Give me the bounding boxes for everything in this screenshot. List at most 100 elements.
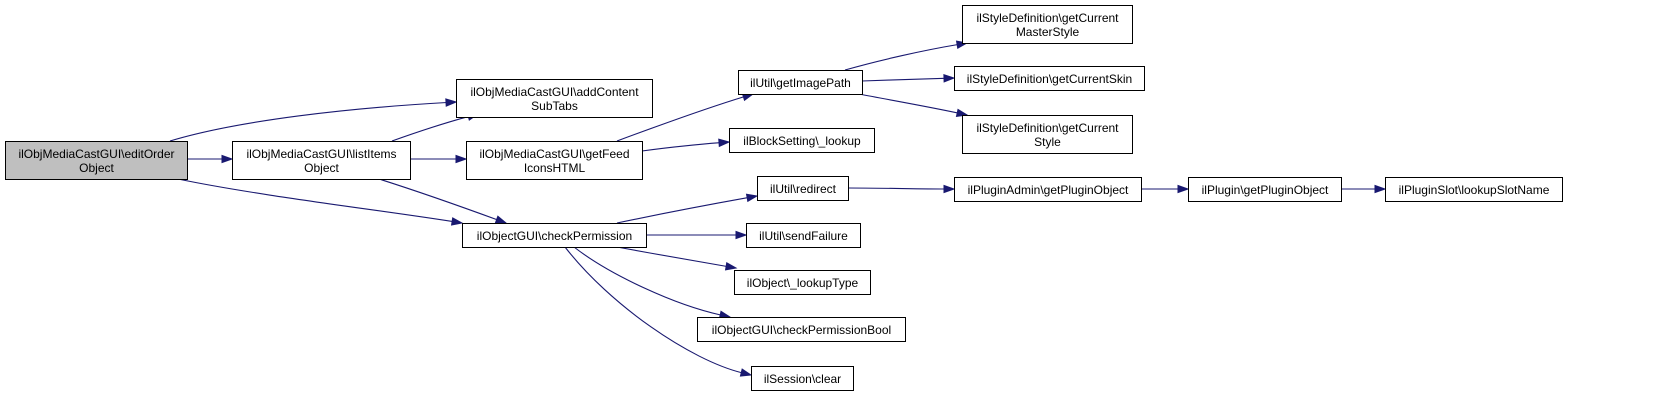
edge-line [641,142,721,152]
edge-arrowhead [1374,184,1387,194]
edge-getFeedIconsHTML-to-getImagePath [616,92,755,142]
node-label: IconsHTML [524,161,586,175]
edge-arrowhead [735,230,748,240]
node-box [962,5,1133,44]
node-get-image-path[interactable]: ilUtil\getImagePath [738,70,863,95]
edge-arrowhead [221,154,234,164]
node-redirect[interactable]: ilUtil\redirect [757,176,849,201]
node-box [462,223,647,248]
node-box [746,223,861,248]
edge-arrowhead [745,193,759,203]
node-box [734,270,871,295]
node-box [954,177,1142,202]
edge-arrowhead [445,98,458,107]
edge-getImagePath-to-currentMasterStyle [844,40,969,71]
node-box [466,141,643,180]
edge-checkPermission-to-sendFailure [646,230,748,240]
node-current-skin[interactable]: ilStyleDefinition\getCurrentSkin [954,66,1145,91]
node-box [954,66,1145,91]
node-label: ilUtil\getImagePath [750,76,851,90]
node-check-permission[interactable]: ilObjectGUI\checkPermission [462,223,647,248]
edge-arrowhead [455,154,468,164]
edge-arrowhead [724,262,738,271]
edge-arrowhead [955,108,969,117]
node-lookup-slot-name[interactable]: ilPluginSlot\lookupSlotName [1385,177,1563,202]
edge-line [847,187,946,190]
node-label: ilObjMediaCastGUI\addContent [470,85,639,99]
edge-arrowhead [718,138,731,148]
edge-listItemsObject-to-getFeedIconsHTML [410,154,468,164]
edge-getImagePath-to-currentStyle [858,93,969,117]
edge-line [616,246,728,268]
edge-editOrderObject-to-listItemsObject [187,154,234,164]
edge-line [844,43,959,71]
node-label: ilStyleDefinition\getCurrent [976,11,1119,25]
node-label: ilObjMediaCastGUI\listItems [246,147,396,161]
node-label: Object [79,161,114,175]
node-box [5,141,188,180]
edge-listItemsObject-to-checkPermission [378,178,508,224]
edge-getFeedIconsHTML-to-blockLookup [641,138,731,152]
edge-pluginGetPluginObject-to-lookupSlotName [1341,184,1387,194]
edge-line [573,246,722,316]
edge-arrowhead [494,215,508,224]
node-label: ilSession\clear [764,372,841,386]
node-label: Object [304,161,339,175]
node-label: ilStyleDefinition\getCurrent [976,121,1119,135]
node-plugin-get-plugin-object[interactable]: ilPlugin\getPluginObject [1188,177,1342,202]
edge-getImagePath-to-currentSkin [861,74,956,83]
node-send-failure[interactable]: ilUtil\sendFailure [746,223,861,248]
node-box [729,128,875,153]
node-box [757,176,849,201]
edge-arrowhead [943,74,956,83]
node-label: ilPlugin\getPluginObject [1202,183,1329,197]
edge-checkPermission-to-lookupType [616,246,738,271]
edge-line [177,178,454,223]
node-label: ilObjectGUI\checkPermission [477,229,632,243]
node-label: MasterStyle [1016,25,1080,39]
edge-line [858,93,959,114]
edge-redirect-to-adminGetPluginObject [847,184,956,194]
edge-checkPermission-to-checkPermissionBool [573,246,732,319]
edge-line [616,197,749,224]
node-label: ilObjectGUI\checkPermissionBool [712,323,891,337]
edge-editOrderObject-to-checkPermission [177,178,464,226]
node-label: ilObjMediaCastGUI\getFeed [479,147,629,161]
node-box [232,141,411,180]
node-label: ilBlockSetting\_lookup [743,134,861,148]
node-box [456,79,653,118]
edge-line [616,96,745,142]
node-box [962,115,1133,154]
node-lookup-type[interactable]: ilObject\_lookupType [734,270,871,295]
graph-nodes: ilObjMediaCastGUI\editOrderObjectilObjMe… [5,5,1563,391]
node-session-clear[interactable]: ilSession\clear [751,366,854,391]
edge-arrowhead [450,217,464,226]
edge-checkPermission-to-redirect [616,193,759,224]
node-admin-get-plugin-object[interactable]: ilPluginAdmin\getPluginObject [954,177,1142,202]
node-label: ilPluginAdmin\getPluginObject [968,183,1129,197]
node-label: ilObjMediaCastGUI\editOrder [18,147,174,161]
edge-line [391,115,470,142]
node-label: ilStyleDefinition\getCurrentSkin [967,72,1132,86]
edge-line [378,178,498,221]
edge-arrowhead [1177,184,1190,194]
edge-adminGetPluginObject-to-pluginGetPluginObject [1141,184,1190,194]
edge-editOrderObject-to-addContentSubTabs [169,98,458,142]
node-label: SubTabs [531,99,578,113]
edge-checkPermission-to-sessionClear [564,246,753,377]
node-check-permission-bool[interactable]: ilObjectGUI\checkPermissionBool [697,317,906,342]
edge-line [564,246,743,374]
edge-line [169,101,448,142]
node-block-lookup[interactable]: ilBlockSetting\_lookup [729,128,875,153]
node-box [738,70,863,95]
edge-arrowhead [943,184,956,194]
node-label: ilPluginSlot\lookupSlotName [1399,183,1550,197]
node-label: ilObject\_lookupType [747,276,859,290]
